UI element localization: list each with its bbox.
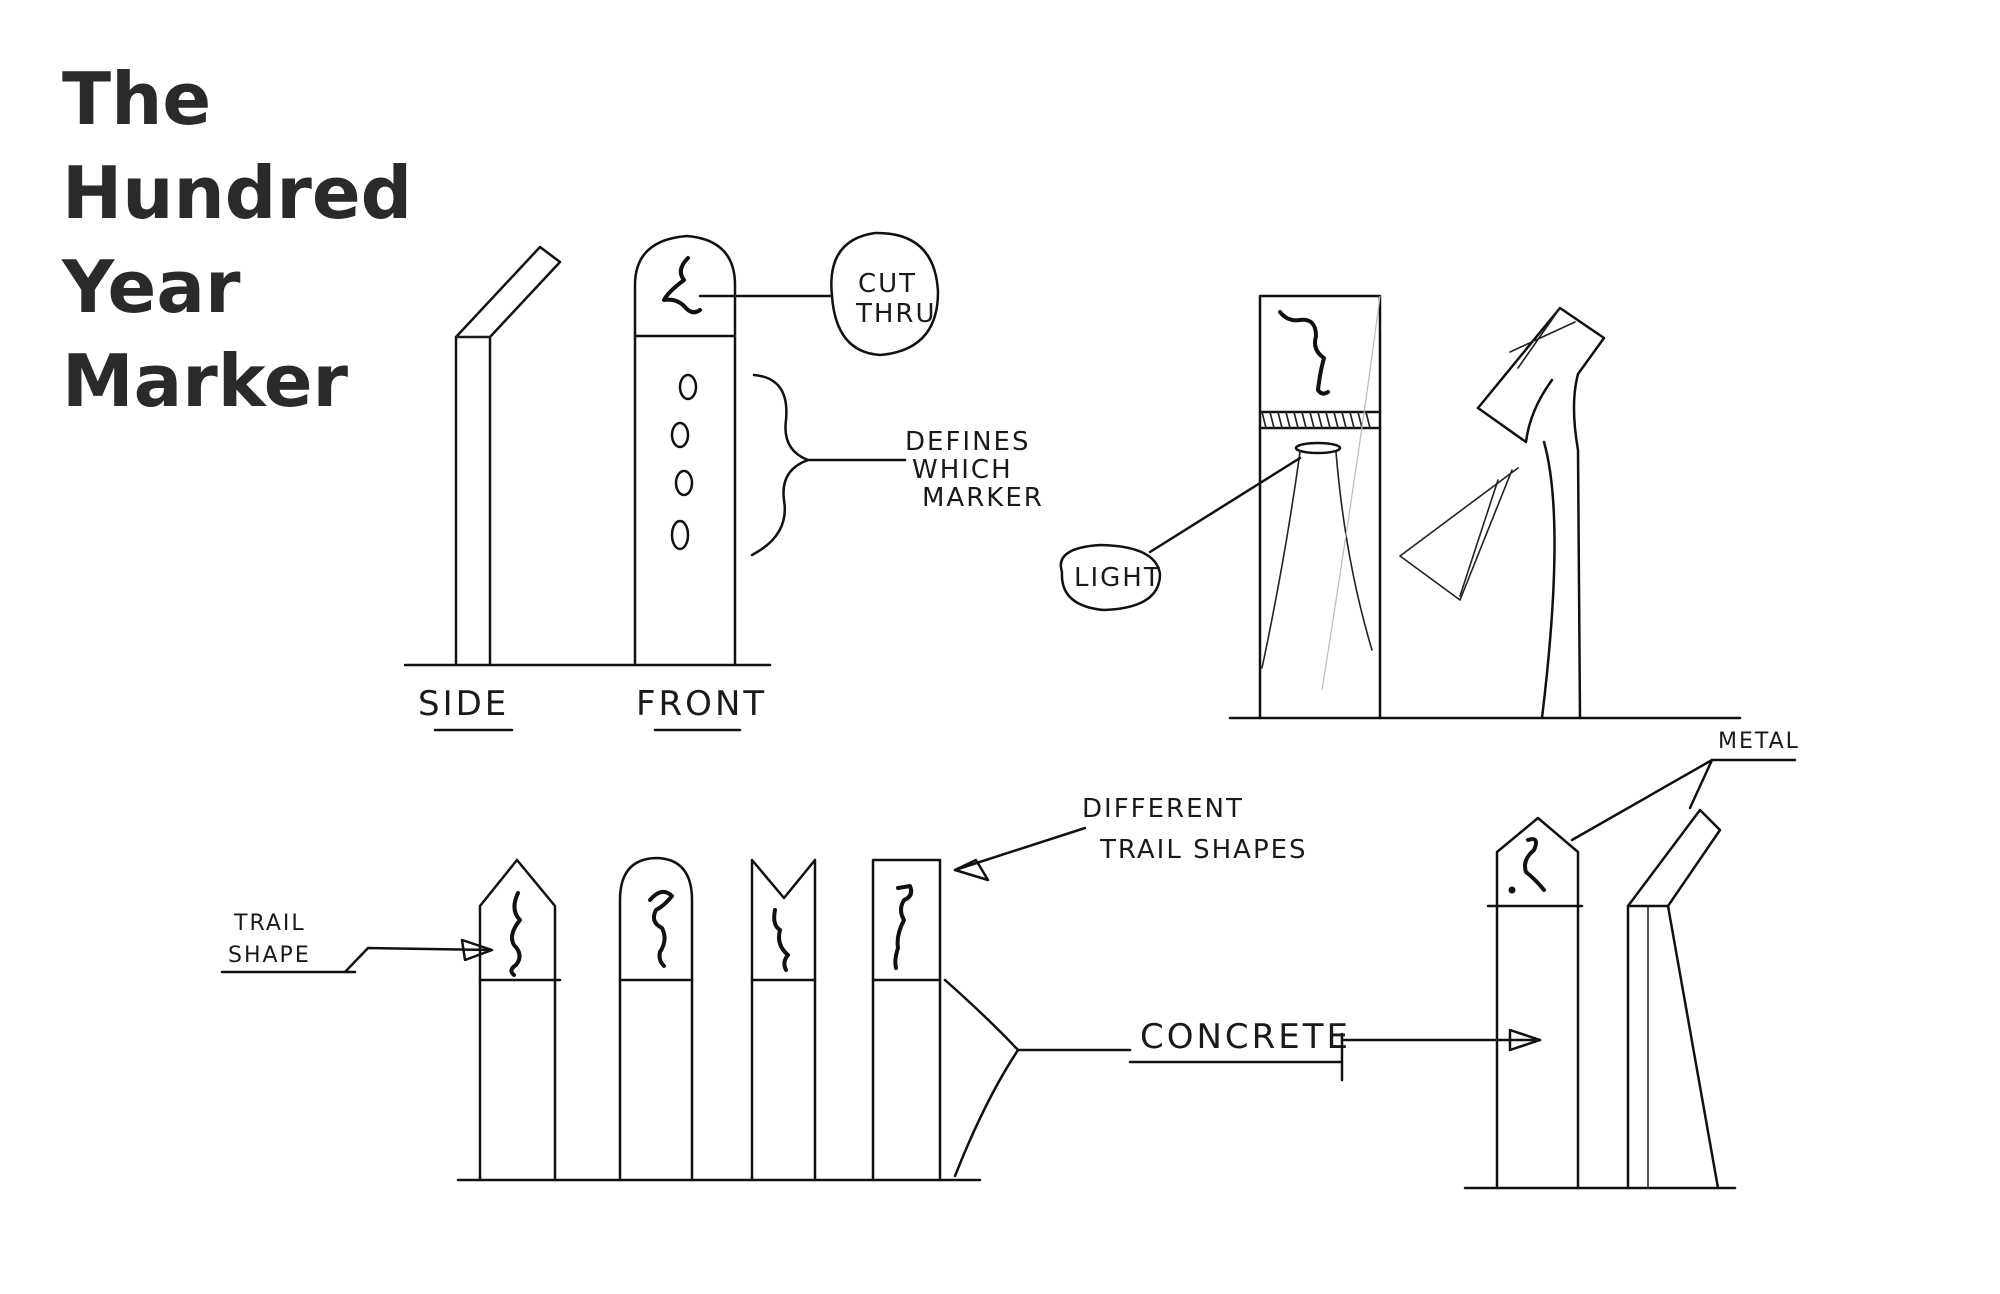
front-view-marker <box>633 234 737 667</box>
side-front-sketch: SIDE FRONT CUT THRU DEFINES WHICH MARKER <box>403 231 1044 732</box>
defines-text-3: MARKER <box>922 483 1044 513</box>
defines-marker-callout: DEFINES WHICH MARKER <box>750 373 1044 557</box>
metal-leader-front <box>1570 758 1714 842</box>
marker-hole-2 <box>670 421 690 449</box>
different-text-2: TRAIL SHAPES <box>1099 835 1308 865</box>
light-leader <box>1148 456 1302 554</box>
metal-label: METAL <box>1718 729 1800 754</box>
trail-shape-arrowhead <box>460 938 494 962</box>
title-line-3: Year <box>61 245 241 329</box>
light-bubble <box>1059 543 1162 612</box>
cut-thru-text-2: THRU <box>855 299 937 329</box>
light-fixture <box>1294 441 1342 455</box>
trail-marker-pointed <box>478 858 562 1182</box>
trail-shape-text-1: TRAIL <box>233 911 306 936</box>
cut-thru-callout: CUT THRU <box>698 231 940 357</box>
marker-hole-3 <box>674 469 694 497</box>
cut-thru-text-1: CUT <box>858 269 917 299</box>
trail-marker-flat <box>871 858 942 1182</box>
different-arrowhead <box>953 858 990 882</box>
different-leader <box>953 826 1087 872</box>
concrete-arrowhead <box>1508 1028 1542 1052</box>
trail-shape-leader <box>343 946 494 974</box>
cut-thru-bubble <box>830 231 940 357</box>
marker-hole-4 <box>670 519 690 551</box>
concrete-bracket <box>943 978 1020 1178</box>
concrete-label: CONCRETE <box>1140 1017 1351 1057</box>
trail-shapes-sketch: DIFFERENT TRAIL SHAPES TRAIL SHAPE CONCR… <box>220 794 1542 1182</box>
trail-shape-text-2: SHAPE <box>228 943 311 968</box>
defines-text-1: DEFINES <box>905 427 1030 457</box>
brace <box>750 373 810 557</box>
trail-marker-v <box>750 858 817 1182</box>
defines-text-2: WHICH <box>912 455 1013 485</box>
marker-dot <box>1508 886 1516 894</box>
light-sketch: LIGHT <box>1059 294 1742 720</box>
title-line-2: Hundred <box>62 151 412 235</box>
front-label: FRONT <box>636 684 767 724</box>
side-view-marker <box>454 245 562 667</box>
trail-marker-round <box>618 856 694 1182</box>
light-label: LIGHT <box>1074 563 1162 593</box>
different-text-1: DIFFERENT <box>1082 794 1244 824</box>
marker-hole-1 <box>678 373 698 401</box>
title-line-1: The <box>62 57 211 141</box>
metal-leader-side <box>1688 758 1714 810</box>
title-line-4: Marker <box>62 339 349 423</box>
metal-sketch: METAL <box>1463 729 1800 1190</box>
side-label: SIDE <box>418 684 509 724</box>
page-title: The Hundred Year Marker <box>61 57 412 423</box>
